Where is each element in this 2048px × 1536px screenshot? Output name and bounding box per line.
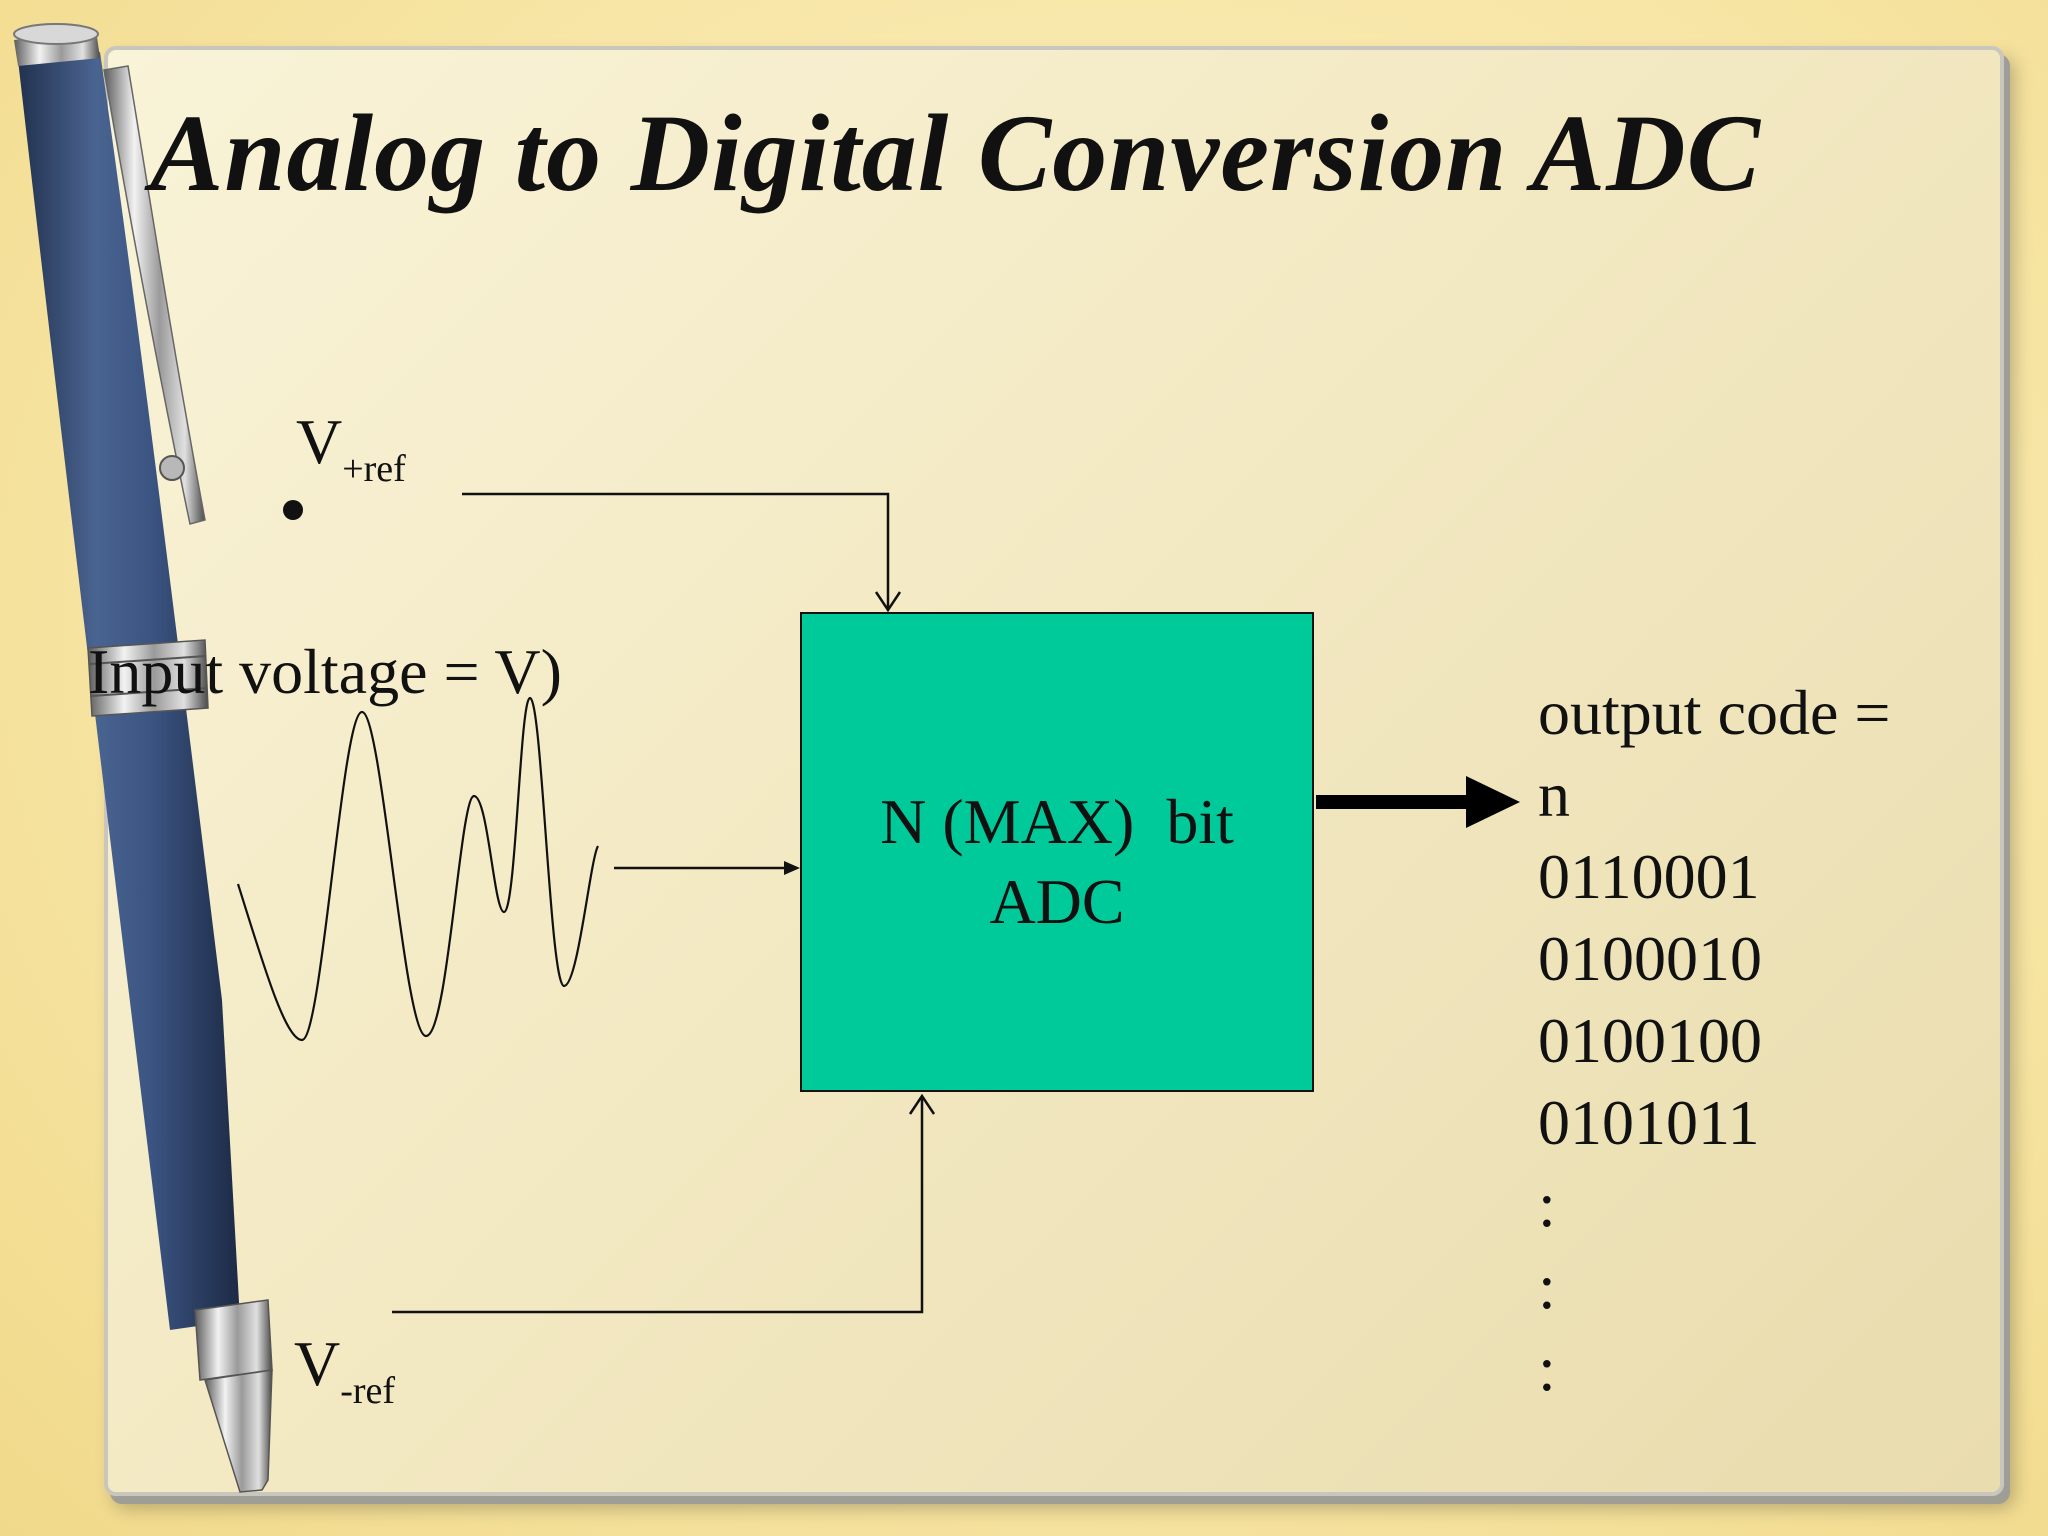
- v-plus-ref-subscript: +ref: [342, 448, 406, 490]
- adc-block: N (MAX) bit ADC: [800, 612, 1314, 1092]
- v-minus-ref-subscript: -ref: [340, 1370, 396, 1412]
- output-code-line: 0101011: [1538, 1087, 1760, 1158]
- output-code-line: n: [1538, 759, 1570, 830]
- input-arrowhead: [784, 861, 800, 875]
- v-minus-ref-label: V-ref: [294, 1332, 395, 1411]
- input-voltage-label: Input voltage = V): [88, 636, 562, 707]
- output-code-list: output code = n 0110001 0100010 0100100 …: [1538, 672, 1890, 1410]
- vplus-arrowhead: [874, 591, 902, 613]
- input-waveform: [236, 696, 600, 1042]
- output-arrowhead: [1466, 776, 1520, 828]
- v-plus-ref-label: V+ref: [296, 410, 406, 489]
- output-code-ellipsis: :: [1538, 1333, 1556, 1404]
- v-minus-ref-symbol: V: [294, 1328, 341, 1399]
- v-plus-ref-terminal: [283, 500, 303, 520]
- output-code-ellipsis: :: [1538, 1251, 1556, 1322]
- output-code-line: 0100010: [1538, 923, 1762, 994]
- vminus-wire: [392, 1096, 924, 1314]
- output-code-ellipsis: :: [1538, 1169, 1556, 1240]
- vplus-wire: [462, 492, 890, 608]
- output-code-line: 0100100: [1538, 1005, 1762, 1076]
- slide-title: Analog to Digital Conversion ADC: [150, 92, 1761, 214]
- vminus-arrowhead: [908, 1093, 936, 1115]
- v-plus-ref-symbol: V: [296, 406, 343, 477]
- adc-block-line1: N (MAX) bit: [880, 786, 1234, 857]
- output-code-line: 0110001: [1538, 841, 1760, 912]
- output-code-label: output code =: [1538, 677, 1891, 748]
- adc-block-line2: ADC: [989, 866, 1125, 937]
